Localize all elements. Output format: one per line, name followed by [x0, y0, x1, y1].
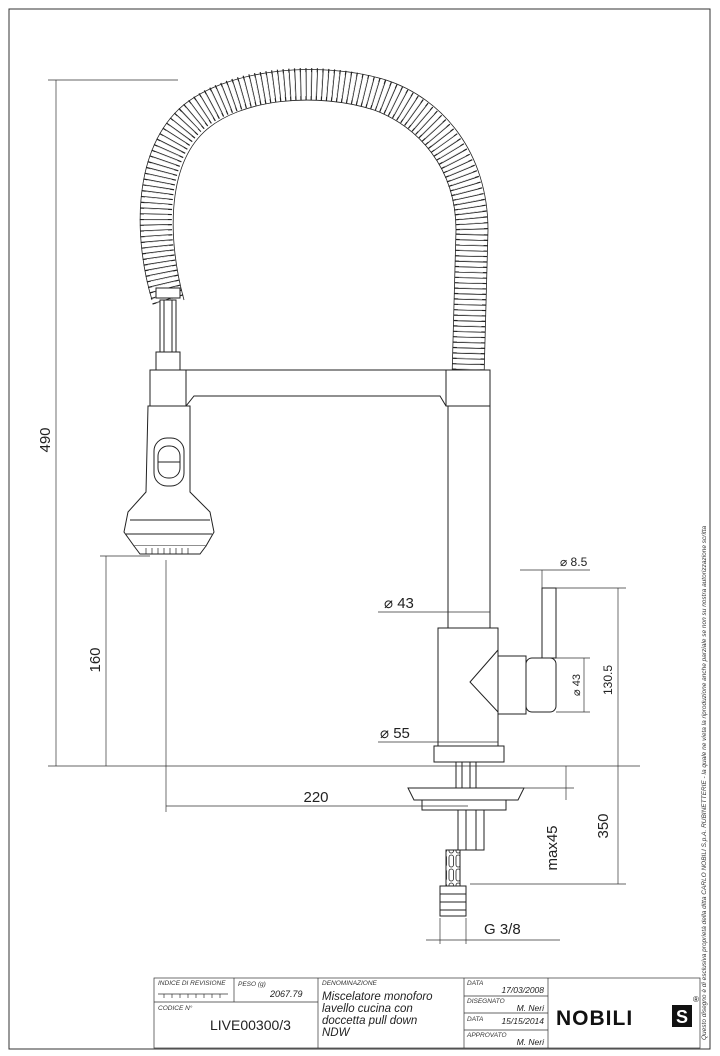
weight-label: PESO (g): [238, 981, 266, 988]
brand-mark-box: [672, 1005, 692, 1027]
code-value: LIVE00300/3: [210, 1017, 291, 1033]
dim-g38: G 3/8: [484, 921, 521, 938]
dim-350: 350: [595, 813, 612, 838]
name-value-line-4: NDW: [322, 1027, 351, 1039]
faucet-drawing: [123, 68, 557, 917]
dim-lever-diameter: ⌀ 43: [571, 674, 583, 696]
revision-label: INDICE DI REVISIONE: [158, 980, 226, 987]
registered-mark: ®: [693, 995, 699, 1004]
name-value-line-3: doccetta pull down: [322, 1015, 417, 1027]
approved-label: APPROVATO: [466, 1032, 507, 1039]
date-value: 17/03/2008: [501, 985, 544, 995]
approved-value: M. Neri: [517, 1037, 546, 1047]
date2-value: 15/15/2014: [501, 1016, 544, 1026]
brand-mark: S: [676, 1007, 688, 1027]
spring-coil: [139, 68, 489, 381]
name-value-line-1: Miscelatore monoforo: [322, 991, 433, 1003]
name-value-line-2: lavello cucina con: [322, 1003, 413, 1015]
dim-160: 160: [87, 647, 104, 672]
drawn-label: DISEGNATO: [467, 998, 505, 1005]
name-label: DENOMINAZIONE: [322, 980, 378, 987]
copyright-note: Questo disegno è di esclusiva proprietà …: [701, 525, 708, 1040]
code-label: CODICE N°: [158, 1004, 193, 1012]
date-label: DATA: [467, 980, 483, 987]
weight-value: 2067.79: [269, 989, 303, 999]
brand-logo: NOBILI: [556, 1007, 633, 1030]
drawing-frame: [8, 8, 711, 1050]
dim-body-diameter: ⌀ 55: [380, 725, 410, 742]
date2-label: DATA: [467, 1016, 483, 1023]
title-block: [153, 977, 701, 1049]
dim-handle-diameter: ⌀ 8.5: [560, 555, 588, 569]
dim-130-5: 130.5: [601, 665, 615, 695]
dim-220: 220: [303, 789, 328, 806]
dim-max45: max45: [544, 825, 561, 870]
dimension-lines: [48, 79, 640, 944]
drawn-value: M. Neri: [517, 1003, 546, 1013]
dim-490: 490: [37, 427, 54, 452]
dim-spout-diameter: ⌀ 43: [384, 595, 414, 612]
